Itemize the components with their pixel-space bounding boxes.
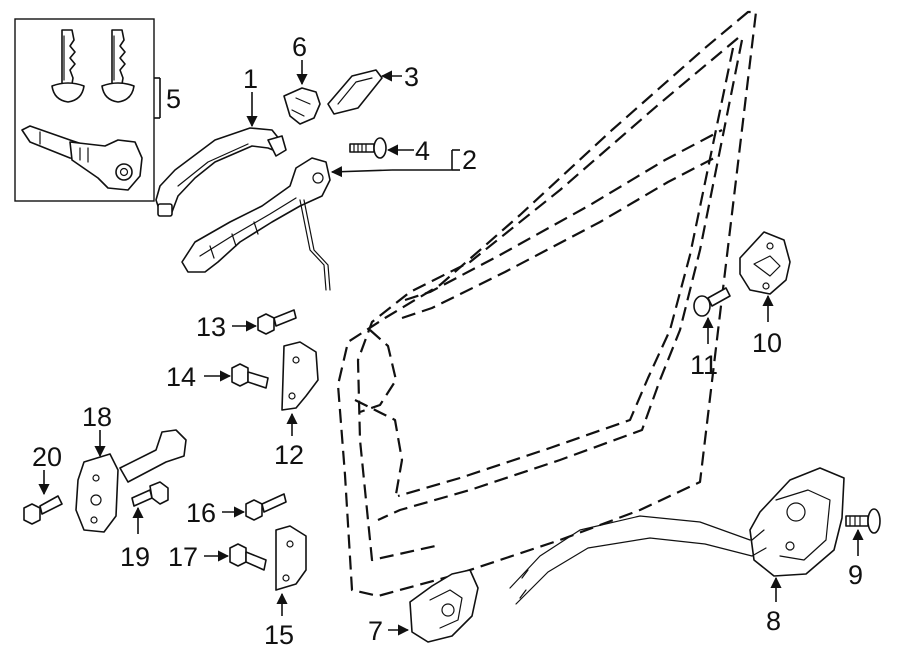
callout-16: 16 <box>186 498 216 528</box>
callout-6: 6 <box>292 32 307 62</box>
handle-cap-icon <box>283 87 321 125</box>
hinge-lower-icon <box>275 525 307 591</box>
callout-10: 10 <box>752 328 782 358</box>
callout-5: 5 <box>166 84 181 114</box>
callout-17: 17 <box>168 542 198 572</box>
handle-frame-icon <box>181 157 331 291</box>
callout-15: 15 <box>264 620 294 650</box>
callout-8: 8 <box>766 606 781 636</box>
lock-cylinder-icon <box>21 125 143 191</box>
callout-13: 13 <box>196 312 226 342</box>
callout-20: 20 <box>32 442 62 472</box>
bolt-19-icon <box>131 481 169 507</box>
bolt-14-icon <box>231 363 269 389</box>
key-right-icon <box>101 29 135 103</box>
callout-2: 2 <box>462 145 477 175</box>
outer-handle-icon <box>155 127 287 217</box>
bolt-16-icon <box>245 493 287 521</box>
key-left-icon <box>51 29 85 103</box>
bolt-9-icon <box>845 508 881 534</box>
handle-pad-icon <box>327 69 383 115</box>
door-check-icon <box>75 429 187 533</box>
bolt-11-icon <box>693 287 731 317</box>
callout-7: 7 <box>368 616 383 646</box>
striker-icon <box>739 231 791 295</box>
bolt-13-icon <box>257 309 297 335</box>
lock-cover-icon <box>409 569 479 643</box>
callout-11: 11 <box>690 350 718 380</box>
callout-2-leader <box>330 166 393 178</box>
hinge-upper-icon <box>281 341 319 411</box>
callout-18: 18 <box>82 402 112 432</box>
callout-19: 19 <box>120 542 150 572</box>
screw-icon <box>349 137 387 159</box>
callout-12: 12 <box>274 440 304 470</box>
callout-1: 1 <box>243 64 258 94</box>
callout-14: 14 <box>166 362 196 392</box>
door-outline <box>336 10 758 598</box>
lock-set-box: 5 <box>14 18 181 202</box>
callout-3: 3 <box>404 62 419 92</box>
latch-actuator-icon <box>509 467 845 605</box>
callout-4: 4 <box>415 136 430 166</box>
callout-9: 9 <box>848 560 863 590</box>
bolt-20-icon <box>23 495 63 525</box>
bolt-17-icon <box>229 543 267 571</box>
lock-set-frame <box>14 18 155 202</box>
